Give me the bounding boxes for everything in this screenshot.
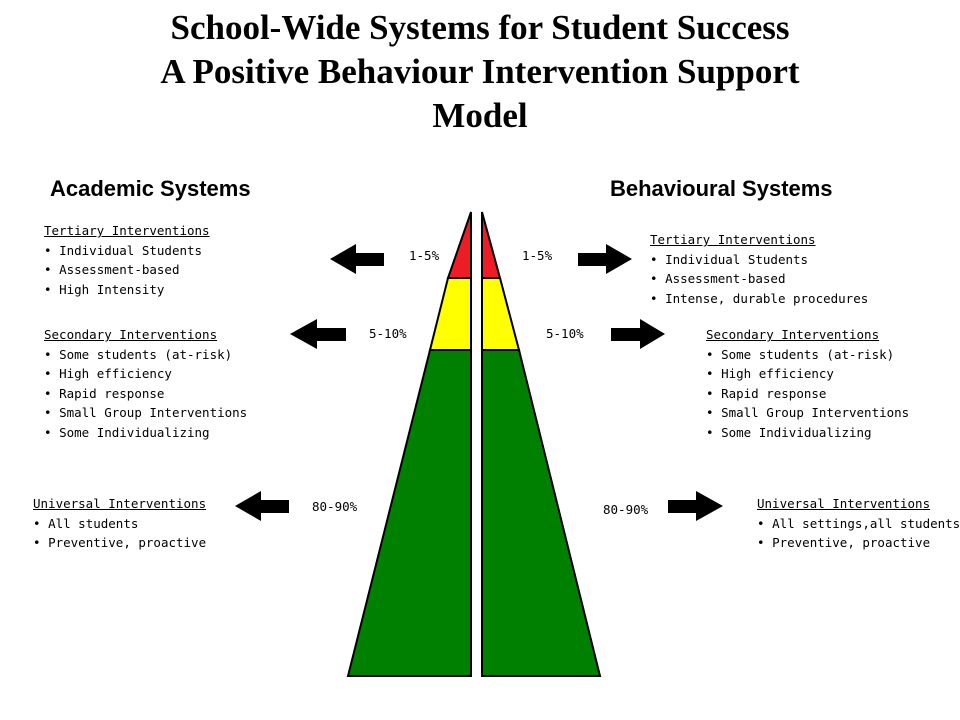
left-percent-secondary: 5-10% bbox=[369, 326, 407, 341]
left-arrow-tertiary-icon bbox=[330, 244, 384, 274]
right-tier-secondary bbox=[481, 277, 521, 351]
list-item: Intense, durable procedures bbox=[650, 289, 868, 309]
title-line-2: A Positive Behaviour Intervention Suppor… bbox=[160, 52, 800, 91]
list-item: All settings,all students bbox=[757, 514, 960, 534]
left-arrow-secondary-icon bbox=[290, 319, 346, 349]
title-line-1: School-Wide Systems for Student Success bbox=[170, 8, 790, 47]
list-item: Some students (at-risk) bbox=[706, 345, 909, 365]
list-item: Small Group Interventions bbox=[44, 403, 247, 423]
right-universal-block: Universal Interventions All settings,all… bbox=[757, 494, 960, 553]
list-item: Preventive, proactive bbox=[757, 533, 960, 553]
right-tertiary-title: Tertiary Interventions bbox=[650, 232, 816, 247]
list-item: Some Individualizing bbox=[706, 423, 909, 443]
list-item: High efficiency bbox=[44, 364, 247, 384]
right-arrow-tertiary-icon bbox=[578, 244, 632, 274]
right-universal-title: Universal Interventions bbox=[757, 496, 931, 511]
list-item: High Intensity bbox=[44, 280, 210, 300]
list-item: High efficiency bbox=[706, 364, 909, 384]
right-secondary-block: Secondary Interventions Some students (a… bbox=[706, 325, 909, 442]
right-percent-tertiary: 1-5% bbox=[522, 248, 553, 263]
left-universal-block: Universal Interventions All students Pre… bbox=[33, 494, 206, 553]
list-item: Assessment-based bbox=[650, 269, 868, 289]
list-item: Individual Students bbox=[650, 250, 868, 270]
title-line-3: Model bbox=[432, 96, 528, 135]
left-tier-tertiary bbox=[446, 211, 472, 279]
list-item: Small Group Interventions bbox=[706, 403, 909, 423]
left-tertiary-title: Tertiary Interventions bbox=[44, 223, 210, 238]
list-item: Some students (at-risk) bbox=[44, 345, 247, 365]
left-arrow-universal-icon bbox=[235, 491, 289, 521]
right-secondary-title: Secondary Interventions bbox=[706, 327, 880, 342]
right-percent-secondary: 5-10% bbox=[546, 326, 584, 341]
left-tertiary-block: Tertiary Interventions Individual Studen… bbox=[44, 221, 210, 299]
left-percent-universal: 80-90% bbox=[312, 499, 358, 514]
right-percent-universal: 80-90% bbox=[603, 502, 649, 517]
left-secondary-block: Secondary Interventions Some students (a… bbox=[44, 325, 247, 442]
list-item: Assessment-based bbox=[44, 260, 210, 280]
behavioural-systems-heading: Behavioural Systems bbox=[610, 176, 833, 201]
list-item: Some Individualizing bbox=[44, 423, 247, 443]
diagram-title: School-Wide Systems for Student Success … bbox=[0, 6, 960, 138]
right-tier-tertiary bbox=[481, 211, 502, 279]
left-percent-tertiary: 1-5% bbox=[409, 248, 440, 263]
left-tier-secondary bbox=[428, 277, 472, 351]
list-item: Preventive, proactive bbox=[33, 533, 206, 553]
academic-systems-heading: Academic Systems bbox=[50, 176, 251, 201]
right-tertiary-block: Tertiary Interventions Individual Studen… bbox=[650, 230, 868, 308]
list-item: All students bbox=[33, 514, 206, 534]
list-item: Rapid response bbox=[44, 384, 247, 404]
right-arrow-secondary-icon bbox=[611, 319, 665, 349]
list-item: Rapid response bbox=[706, 384, 909, 404]
left-universal-title: Universal Interventions bbox=[33, 496, 207, 511]
left-tier-universal bbox=[346, 349, 472, 677]
right-arrow-universal-icon bbox=[668, 491, 723, 521]
right-tier-universal bbox=[481, 349, 602, 677]
left-secondary-title: Secondary Interventions bbox=[44, 327, 218, 342]
list-item: Individual Students bbox=[44, 241, 210, 261]
